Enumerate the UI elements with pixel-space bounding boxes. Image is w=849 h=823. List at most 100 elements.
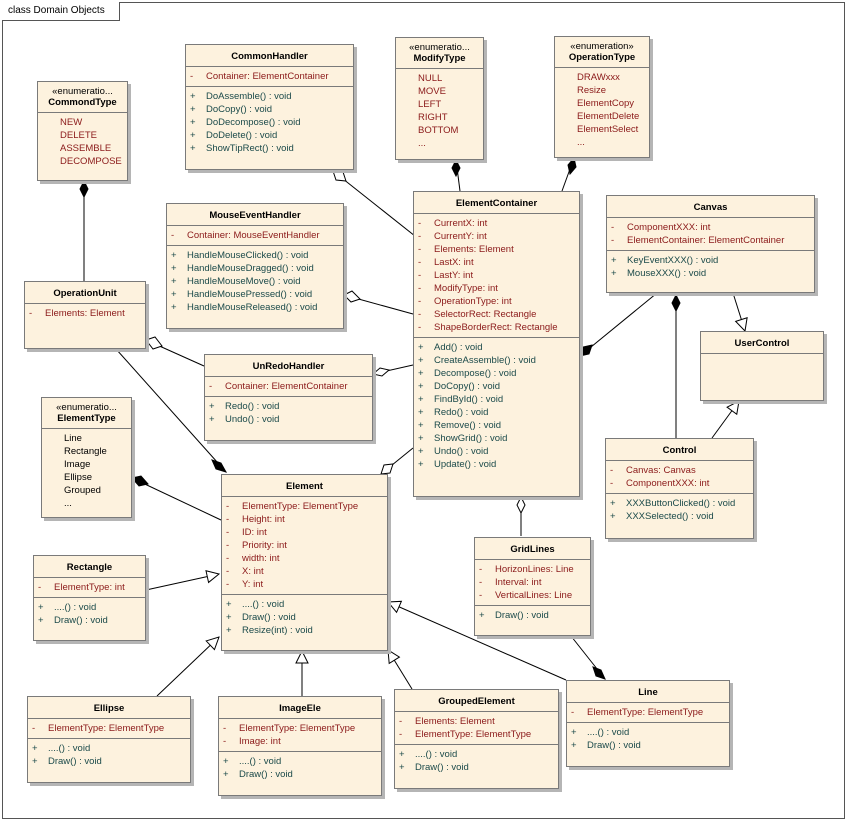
enum-literal: ElementCopy — [577, 98, 635, 109]
attribute-row: -ElementType: ElementType — [399, 729, 532, 740]
class-imageele[interactable]: ImageEle -ElementType: ElementType -Imag… — [218, 696, 382, 796]
operation-row: +Redo() : void — [209, 401, 280, 412]
aggregation-diamond-element — [380, 463, 394, 475]
operation-list: +....() : void +Draw() : void — [219, 752, 381, 784]
class-operationtype[interactable]: «enumeration»OperationType DRAWxxx Resiz… — [554, 36, 650, 158]
composition-diamond-container — [579, 344, 593, 357]
attribute-list: -CurrentX: int -CurrentY: int -Elements:… — [414, 214, 579, 338]
attribute-list: -ElementType: ElementType — [567, 703, 729, 723]
attribute-row: -Elements: Element — [418, 244, 514, 255]
class-control[interactable]: Control -Canvas: Canvas -ComponentXXX: i… — [605, 438, 754, 539]
class-name: ElementType — [57, 413, 116, 424]
attribute-row: -Canvas: Canvas — [610, 465, 696, 476]
class-usercontrol[interactable]: UserControl — [700, 331, 824, 401]
attribute-row: -OperationType: int — [418, 296, 512, 307]
attribute-row: -ElementType: ElementType — [32, 723, 165, 734]
operation-row: +Redo() : void — [418, 407, 489, 418]
enum-literal: Grouped — [64, 485, 101, 496]
class-ellipse[interactable]: Ellipse -ElementType: ElementType +....(… — [27, 696, 191, 783]
attribute-list: -HorizonLines: Line -Interval: int -Vert… — [475, 560, 590, 606]
class-name: Line — [567, 681, 729, 703]
literal-list: DRAWxxx Resize ElementCopy ElementDelete… — [555, 68, 649, 152]
operation-row: +Undo() : void — [209, 414, 280, 425]
operation-row: +Update() : void — [418, 459, 497, 470]
class-commondtype[interactable]: «enumeratio...CommondType NEW DELETE ASS… — [37, 81, 128, 181]
enum-literal: Ellipse — [64, 472, 92, 483]
literal-list: NULL MOVE LEFT RIGHT BOTTOM ... — [396, 69, 483, 153]
class-name: OperationType — [568, 52, 636, 63]
class-name: Canvas — [607, 196, 814, 218]
attribute-row: -Image: int — [223, 736, 281, 747]
operation-row: +....() : void — [226, 599, 285, 610]
operation-list: +Draw() : void — [475, 606, 590, 625]
attribute-row: -ShapeBorderRect: Rectangle — [418, 322, 558, 333]
class-commonhandler[interactable]: CommonHandler -Container: ElementContain… — [185, 44, 354, 170]
operation-row: +HandleMouseMove() : void — [171, 276, 301, 287]
operation-list: +DoAssemble() : void +DoCopy() : void +D… — [186, 87, 353, 158]
operation-row: +Draw() : void — [571, 740, 641, 751]
composition-diamond-elementtype — [131, 475, 149, 487]
attribute-row: -CurrentX: int — [418, 218, 488, 229]
operation-row: +Draw() : void — [479, 610, 549, 621]
class-line[interactable]: Line -ElementType: ElementType +....() :… — [566, 680, 730, 767]
class-gridlines[interactable]: GridLines -HorizonLines: Line -Interval:… — [474, 537, 591, 636]
link-elementtype-element — [131, 477, 222, 521]
link-commonhandler-container — [332, 170, 421, 241]
operation-row: +FindById() : void — [418, 394, 504, 405]
attribute-row: -Y: int — [226, 579, 264, 590]
composition-diamond-canvas — [671, 293, 681, 313]
class-operationunit[interactable]: OperationUnit -Elements: Element — [24, 281, 146, 349]
attribute-row: -Elements: Element — [399, 716, 495, 727]
attribute-list: -ElementType: ElementType -Height: int -… — [222, 497, 387, 595]
attribute-row: -X: int — [226, 566, 264, 577]
operation-row: +....() : void — [32, 743, 91, 754]
class-groupedelement[interactable]: GroupedElement -Elements: Element -Eleme… — [394, 689, 559, 789]
attribute-row: -ElementContainer: ElementContainer — [611, 235, 785, 246]
class-elementcontainer[interactable]: ElementContainer -CurrentX: int -Current… — [413, 191, 580, 497]
operation-list: +KeyEventXXX() : void +MouseXXX() : void — [607, 251, 814, 283]
attribute-row: -VerticalLines: Line — [479, 590, 573, 601]
class-unredohandler[interactable]: UnRedoHandler -Container: ElementContain… — [204, 354, 373, 441]
enum-literal: RIGHT — [418, 112, 448, 123]
generalization-ellipse-element — [156, 637, 219, 697]
operation-row: +MouseXXX() : void — [611, 268, 707, 279]
enum-literal: DELETE — [60, 130, 97, 141]
class-name: UserControl — [701, 332, 823, 354]
generalization-canvas-usercontrol — [732, 292, 745, 331]
operation-list: +Add() : void +CreateAssemble() : void +… — [414, 338, 579, 474]
operation-list: +....() : void +Draw() : void — [395, 745, 558, 777]
operation-row: +KeyEventXXX() : void — [611, 255, 719, 266]
operation-row: +HandleMousePressed() : void — [171, 289, 313, 300]
attribute-row: -CurrentY: int — [418, 231, 487, 242]
attribute-list: -Container: MouseEventHandler — [167, 226, 343, 246]
class-modifytype[interactable]: «enumeratio...ModifyType NULL MOVE LEFT … — [395, 37, 484, 160]
attribute-list: -Container: ElementContainer — [186, 67, 353, 87]
operation-list: +Redo() : void +Undo() : void — [205, 397, 372, 429]
attribute-row: -ComponentXXX: int — [610, 478, 710, 489]
aggregation-diamond-commonhandler — [332, 170, 347, 182]
operation-row: +Undo() : void — [418, 446, 489, 457]
class-canvas[interactable]: Canvas -ComponentXXX: int -ElementContai… — [606, 195, 815, 293]
attribute-row: -ElementType: ElementType — [571, 707, 704, 718]
enum-literal: NULL — [418, 73, 443, 84]
operation-row: +Draw() : void — [38, 615, 108, 626]
class-mouseeventhandler[interactable]: MouseEventHandler -Container: MouseEvent… — [166, 203, 344, 329]
class-rectangle[interactable]: Rectangle -ElementType: int +....() : vo… — [33, 555, 146, 641]
class-name: Ellipse — [28, 697, 190, 719]
diagram-frame-label: class Domain Objects — [2, 2, 120, 21]
operation-row: +Draw() : void — [399, 762, 469, 773]
attribute-row: -ElementType: int — [38, 582, 125, 593]
attribute-row: -ElementType: ElementType — [223, 723, 356, 734]
operation-row: +CreateAssemble() : void — [418, 355, 536, 366]
enum-literal: DRAWxxx — [577, 72, 620, 83]
link-canvas-container — [579, 292, 658, 357]
class-name: CommonHandler — [186, 45, 353, 67]
operation-row: +Draw() : void — [226, 612, 296, 623]
class-element[interactable]: Element -ElementType: ElementType -Heigh… — [221, 474, 388, 651]
operation-row: +ShowTipRect() : void — [190, 143, 294, 154]
enum-literal: ElementSelect — [577, 124, 639, 135]
composition-diamond-commondtype — [79, 179, 89, 199]
class-name: Control — [606, 439, 753, 461]
class-elementtype[interactable]: «enumeratio...ElementType Line Rectangle… — [41, 397, 132, 518]
